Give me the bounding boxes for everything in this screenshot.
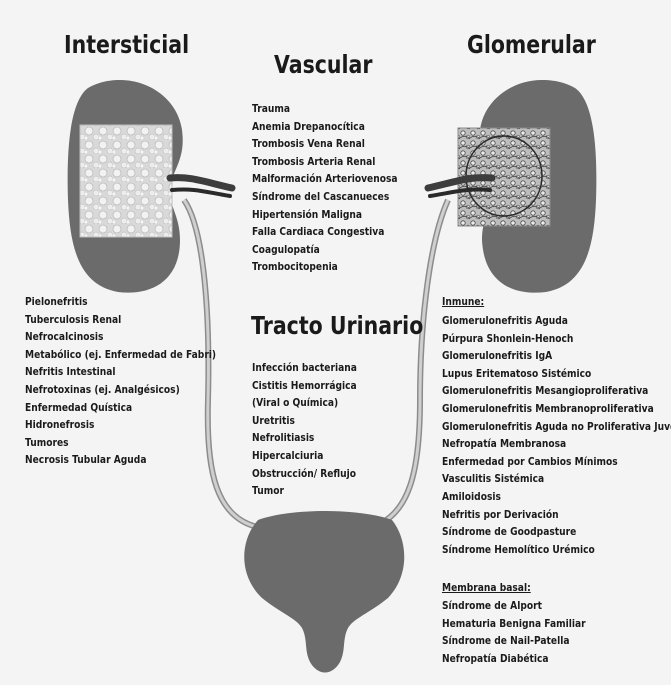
list-item: Tuberculosis Renal — [25, 312, 216, 330]
left-renal-artery — [172, 189, 230, 196]
membrana-basal-header: Membrana basal: — [442, 582, 531, 594]
list-item: Trombosis Vena Renal — [252, 136, 398, 154]
title-tracto-urinario: Tracto Urinario — [251, 311, 423, 340]
list-item: Trauma — [252, 101, 398, 119]
list-item: Trombocitopenia — [252, 259, 398, 277]
list-item: Obstrucción/ Reflujo — [252, 466, 357, 484]
list-item: Nefrolitiasis — [252, 430, 357, 448]
list-item: Tumores — [25, 435, 216, 453]
list-item: Nefrotoxinas (ej. Analgésicos) — [25, 382, 216, 400]
list-item: Nefrocalcinosis — [25, 329, 216, 347]
list-item: Glomerulonefritis Mesangioproliferativa — [442, 383, 671, 401]
list-item: Síndrome de Nail-Patella — [442, 633, 586, 651]
list-item: Púrpura Shonlein-Henoch — [442, 331, 671, 349]
list-item: Pielonefritis — [25, 294, 216, 312]
list-item: Síndrome Hemolítico Urémico — [442, 542, 671, 560]
list-item: (Viral o Química) — [252, 395, 357, 413]
list-item: Malformación Arteriovenosa — [252, 171, 398, 189]
list-item: Uretritis — [252, 413, 357, 431]
list-item: Nefropatía Membranosa — [442, 436, 671, 454]
list-item: Nefritis por Derivación — [442, 507, 671, 525]
left-histology-image — [80, 125, 172, 237]
list-item: Trombosis Arteria Renal — [252, 154, 398, 172]
title-intersticial: Intersticial — [64, 30, 189, 59]
list-item: Tumor — [252, 483, 357, 501]
inmune-list: Glomerulonefritis Aguda Púrpura Shonlein… — [442, 313, 671, 559]
list-item: Cistitis Hemorrágica — [252, 378, 357, 396]
list-item: Vasculitis Sistémica — [442, 471, 671, 489]
list-item: Hipercalciuria — [252, 448, 357, 466]
list-item: Coagulopatía — [252, 242, 398, 260]
list-item: Glomerulonefritis IgA — [442, 348, 671, 366]
list-item: Metabólico (ej. Enfermedad de Fabri) — [25, 347, 216, 365]
tracto-urinario-list: Infección bacteriana Cistitis Hemorrágic… — [252, 360, 374, 501]
list-item: Infección bacteriana — [252, 360, 357, 378]
list-item: Síndrome del Cascanueces — [252, 189, 398, 207]
inmune-header: Inmune: — [442, 296, 484, 308]
list-item: Amiloidosis — [442, 489, 671, 507]
list-item: Hipertensión Maligna — [252, 207, 398, 225]
list-item: Nefropatía Diabética — [442, 651, 586, 669]
list-item: Síndrome de Goodpasture — [442, 524, 671, 542]
list-item: Necrosis Tubular Aguda — [25, 452, 216, 470]
title-vascular: Vascular — [274, 50, 373, 79]
bladder — [244, 511, 404, 673]
list-item: Hidronefrosis — [25, 417, 216, 435]
left-renal-vein — [170, 178, 232, 188]
list-item: Glomerulonefritis Aguda no Proliferativa… — [442, 419, 671, 437]
list-item: Anemia Drepanocítica — [252, 119, 398, 137]
title-glomerular: Glomerular — [467, 30, 596, 59]
vascular-list: Trauma Anemia Drepanocítica Trombosis Ve… — [252, 101, 421, 277]
list-item: Hematuria Benigna Familiar — [442, 616, 586, 634]
list-item: Falla Cardiaca Congestiva — [252, 224, 398, 242]
list-item: Enfermedad Quística — [25, 400, 216, 418]
membrana-basal-list: Síndrome de Alport Hematuria Benigna Fam… — [442, 598, 609, 668]
list-item: Glomerulonefritis Membranoproliferativa — [442, 401, 671, 419]
list-item: Enfermedad por Cambios Mínimos — [442, 454, 671, 472]
list-item: Nefritis Intestinal — [25, 364, 216, 382]
intersticial-list: Pielonefritis Tuberculosis Renal Nefroca… — [25, 294, 247, 470]
list-item: Glomerulonefritis Aguda — [442, 313, 671, 331]
list-item: Síndrome de Alport — [442, 598, 586, 616]
list-item: Lupus Eritematoso Sistémico — [442, 366, 671, 384]
